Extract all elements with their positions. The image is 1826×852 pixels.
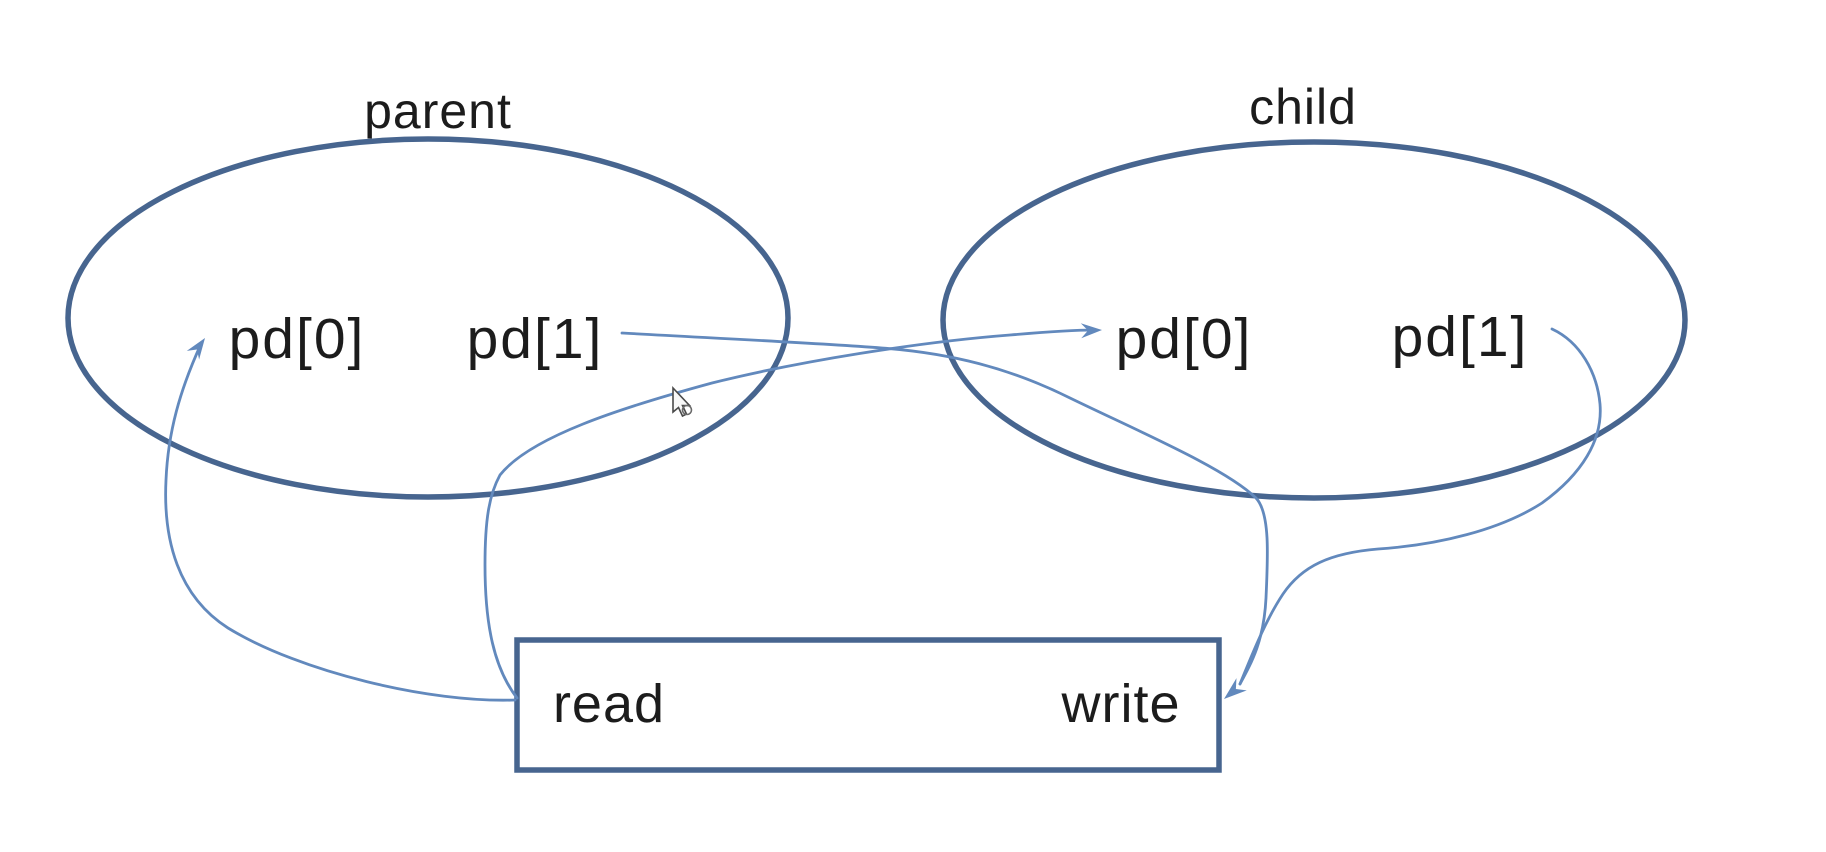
mouse-cursor[interactable] — [672, 385, 693, 418]
edge-child-pd1-to-write — [1238, 327, 1602, 686]
edge-read-to-child-pd0 — [483, 328, 1096, 700]
arrowhead-pipe-write-icon — [1224, 678, 1247, 699]
parent-process-label: parent — [364, 83, 512, 139]
pipe-box — [514, 637, 1222, 773]
parent-pd0-label: pd[0] — [229, 307, 366, 371]
parent-pd1-label: pd[1] — [467, 307, 604, 371]
child-process-label: child — [1249, 79, 1357, 135]
pipe-read-label: read — [553, 674, 665, 734]
pipe-write-label: write — [1060, 674, 1180, 734]
edge-parent-pd1-to-write — [620, 331, 1269, 686]
parent-process-ellipse — [65, 136, 791, 500]
arrowhead-child-pd0-icon — [1080, 323, 1102, 339]
cursor-ring-icon — [681, 404, 693, 416]
child-pd1-label: pd[1] — [1392, 305, 1529, 369]
arrowhead-parent-pd0-icon — [186, 338, 205, 360]
edge-read-to-parent-pd0 — [164, 342, 517, 702]
child-process-ellipse — [940, 139, 1688, 501]
child-pd0-label: pd[0] — [1116, 307, 1253, 371]
